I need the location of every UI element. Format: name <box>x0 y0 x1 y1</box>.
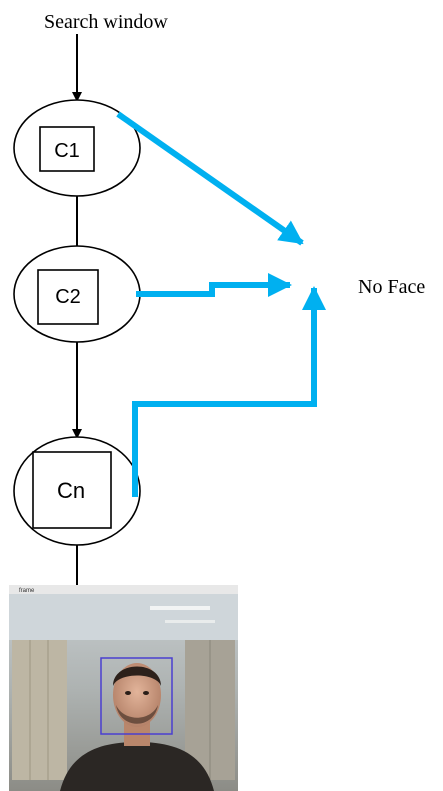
reject-arrow-c1 <box>116 111 304 246</box>
reject-arrow-c2 <box>136 273 292 297</box>
photo-window-title: frame <box>19 588 35 594</box>
stage-cn-label: Cn <box>57 478 85 503</box>
stage-c1-label: C1 <box>54 140 80 162</box>
input-label: Search window <box>44 11 168 33</box>
stage-c2-label: C2 <box>55 286 81 308</box>
stage-c1: C1 <box>13 99 141 197</box>
stage-cn: Cn <box>13 436 141 546</box>
reject-arrow-cn <box>132 286 326 497</box>
detection-result-photo: frame <box>9 585 238 791</box>
output-label: No Face <box>358 276 425 298</box>
face-detection-box <box>100 657 173 735</box>
stage-c2: C2 <box>13 245 141 343</box>
